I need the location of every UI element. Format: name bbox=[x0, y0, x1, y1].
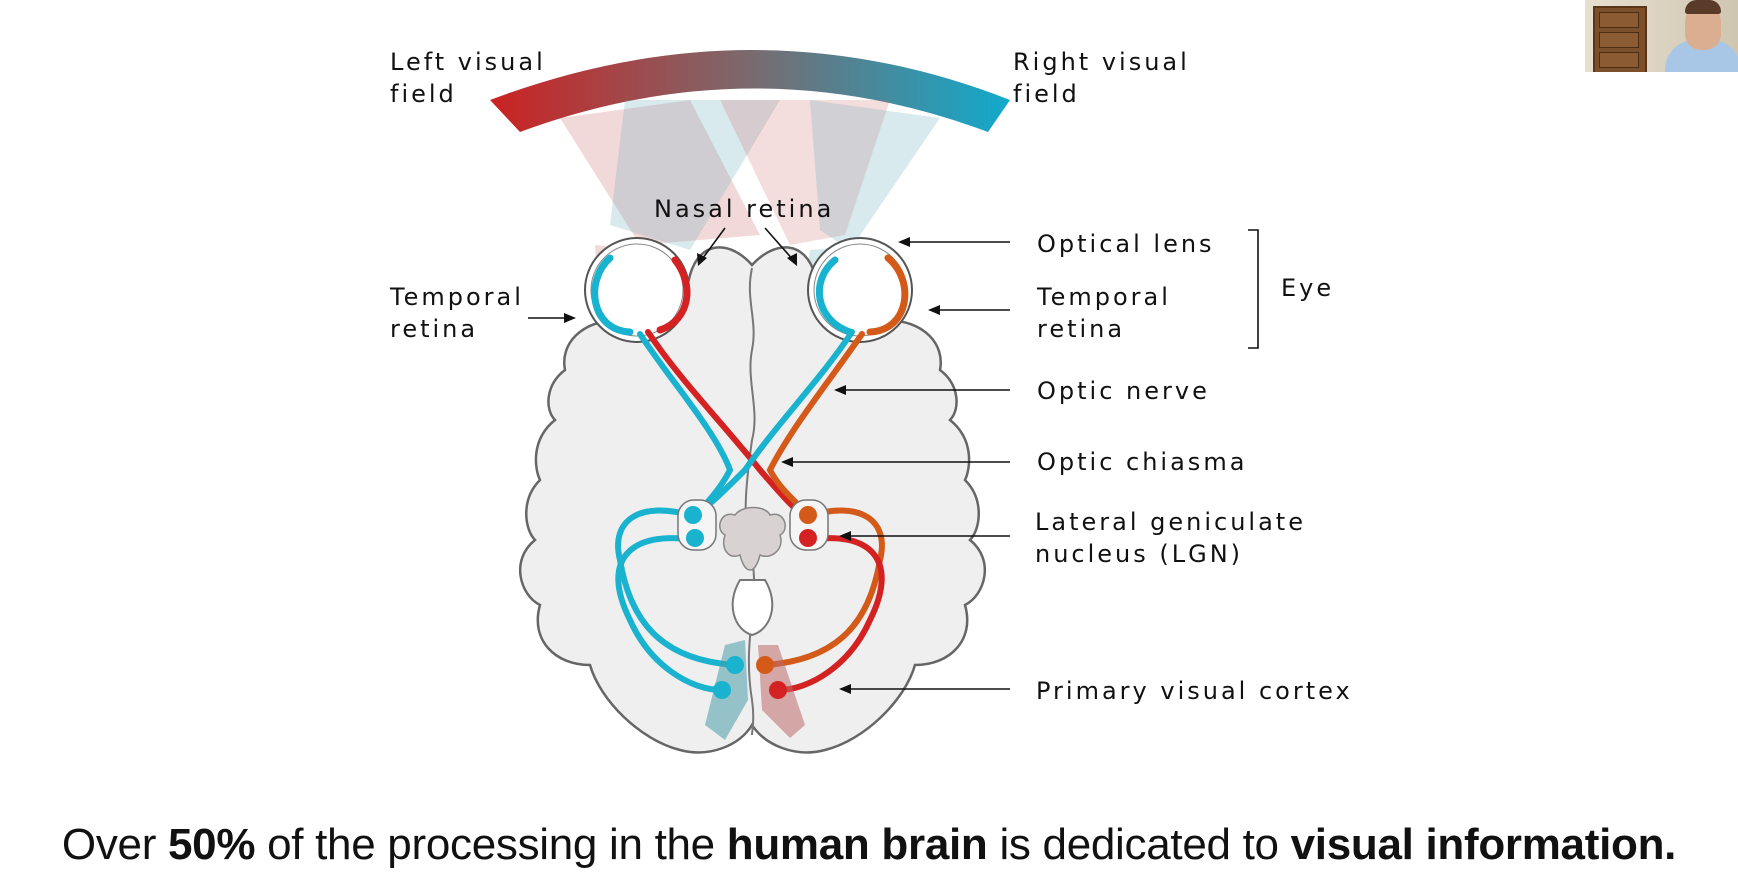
label-lgn: Lateral geniculate nucleus (LGN) bbox=[1035, 508, 1317, 568]
caption-bold-human-brain: human brain bbox=[726, 820, 988, 869]
eye-bracket bbox=[1248, 229, 1259, 349]
label-primary-visual-cortex: Primary visual cortex bbox=[1036, 677, 1353, 705]
visual-field-arc bbox=[490, 50, 1010, 132]
midbrain bbox=[719, 506, 786, 571]
label-optic-nerve: Optic nerve bbox=[1037, 377, 1210, 405]
label-eye: Eye bbox=[1281, 274, 1334, 302]
caption-bold-visual-information: visual information. bbox=[1290, 820, 1677, 869]
light-cones bbox=[560, 100, 940, 330]
brain-midline bbox=[744, 267, 756, 736]
caption-text-1: Over bbox=[61, 820, 168, 869]
left-eye bbox=[584, 237, 691, 343]
webcam-thumbnail bbox=[1585, 0, 1738, 72]
caption-text-3: is dedicated to bbox=[987, 820, 1291, 869]
caption: Over 50% of the processing in the human … bbox=[0, 820, 1738, 870]
visual-cortex bbox=[705, 640, 805, 740]
label-optical-lens: Optical lens bbox=[1037, 230, 1215, 258]
lgn-nodes bbox=[677, 499, 829, 551]
right-eye bbox=[807, 237, 913, 343]
label-optic-chiasma: Optic chiasma bbox=[1037, 448, 1247, 476]
caption-text-2: of the processing in the bbox=[255, 820, 727, 869]
label-arrows bbox=[528, 227, 1010, 694]
label-right-visual-field: Right visual field bbox=[1013, 48, 1200, 108]
label-nasal-retina: Nasal retina bbox=[654, 195, 834, 223]
label-temporal-retina-right: Temporal retina bbox=[1036, 283, 1182, 343]
ventricle bbox=[731, 579, 774, 637]
caption-bold-50pct: 50% bbox=[168, 820, 256, 869]
label-temporal-retina-left: Temporal retina bbox=[389, 283, 535, 343]
label-left-visual-field: Left visual field bbox=[390, 48, 556, 108]
